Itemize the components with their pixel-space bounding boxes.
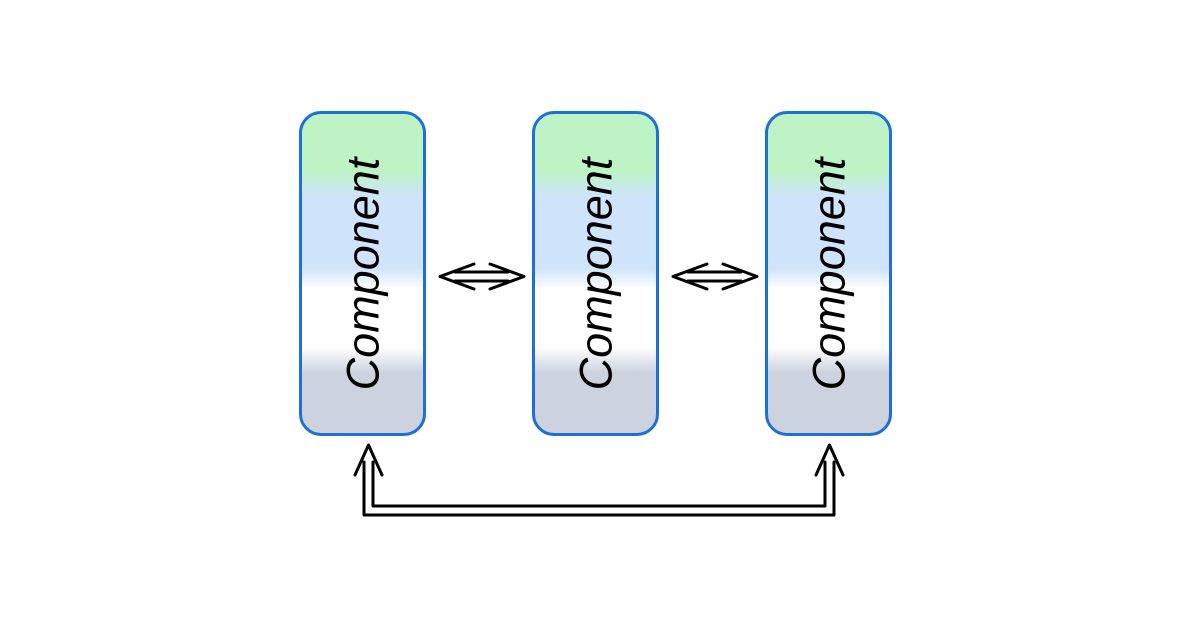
component-box-1: Component: [299, 111, 426, 436]
double-arrow-1-2: [438, 262, 526, 291]
component-box-2: Component: [532, 111, 659, 436]
component-label: Component: [803, 157, 854, 390]
component-label: Component: [337, 157, 388, 390]
double-arrow-2-3: [671, 262, 759, 291]
component-label: Component: [570, 157, 621, 390]
double-arrow-1-3-loop: [353, 443, 845, 517]
component-box-3: Component: [765, 111, 892, 436]
